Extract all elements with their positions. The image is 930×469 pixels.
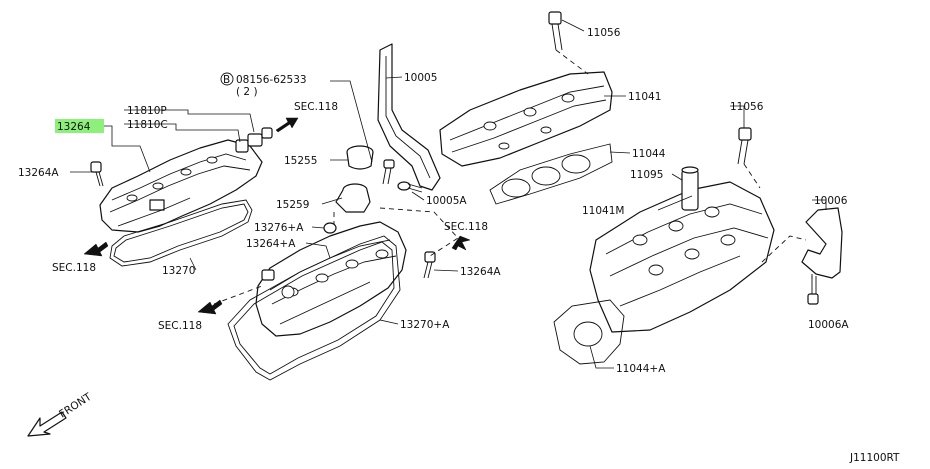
pcv-valve-11810p[interactable] <box>235 127 273 153</box>
leader-lines <box>70 19 827 369</box>
diagram-id: J11100RT <box>849 452 900 464</box>
callout-08156-62533[interactable]: 08156-62533 <box>236 74 307 86</box>
callout-13264a-right[interactable]: 13264A <box>460 266 501 278</box>
callout-11044a[interactable]: 11044+A <box>616 363 666 375</box>
sleeve-11095[interactable] <box>681 166 699 211</box>
callout-11810c[interactable]: 11810C <box>127 119 168 131</box>
callout-13264[interactable]: 13264 <box>57 121 91 133</box>
cylinder-head-11041m[interactable] <box>589 181 775 333</box>
assembly-lines <box>213 49 813 305</box>
head-gasket-11044[interactable] <box>489 143 613 205</box>
callout-13276a[interactable]: 13276+A <box>254 222 304 234</box>
callout-11810p[interactable]: 11810P <box>127 105 167 117</box>
oil-filler-neck-15259[interactable] <box>335 183 371 213</box>
cylinder-head-11041[interactable] <box>439 71 613 167</box>
front-arrow-icon <box>27 411 67 437</box>
callout-10006a[interactable]: 10006A <box>808 319 849 331</box>
callout-11041m[interactable]: 11041M <box>582 205 624 217</box>
oil-filler-cap-15255[interactable] <box>346 145 374 170</box>
bracket-10006[interactable] <box>801 207 843 279</box>
bolt-08156-62533[interactable] <box>382 159 395 185</box>
sec-arrow-left <box>83 241 109 257</box>
callout-11044[interactable]: 11044 <box>632 148 666 160</box>
sec-arrow-right <box>451 235 471 251</box>
sec-label-right[interactable]: SEC.118 <box>444 221 488 233</box>
callout-15255[interactable]: 15255 <box>284 155 317 167</box>
bolt-10005a[interactable] <box>397 181 423 193</box>
bracket-10005[interactable] <box>377 43 441 191</box>
sec-arrow-top <box>275 117 299 133</box>
sec-arrow-mid <box>197 299 223 315</box>
callout-11056-right[interactable]: 11056 <box>730 101 764 113</box>
callout-11095[interactable]: 11095 <box>630 169 663 181</box>
sec-label-top[interactable]: SEC.118 <box>294 101 338 113</box>
callout-10006[interactable]: 10006 <box>814 195 848 207</box>
bolt-11056-right[interactable] <box>737 127 752 165</box>
bolt-11056-top[interactable] <box>548 11 563 51</box>
callout-08156-qty: ( 2 ) <box>236 86 258 98</box>
callout-11056-top[interactable]: 11056 <box>587 27 621 39</box>
highlight-13264 <box>55 119 104 133</box>
valve-cover-left[interactable] <box>99 139 263 233</box>
circle-b-marker <box>220 72 234 86</box>
callout-08156-prefix: B <box>223 74 230 86</box>
sec-label-left[interactable]: SEC.118 <box>52 262 96 274</box>
callout-13264a-left[interactable]: 13264A <box>18 167 59 179</box>
callout-13270a[interactable]: 13270+A <box>400 319 450 331</box>
callout-13270[interactable]: 13270 <box>162 265 195 277</box>
callout-13264a-mid[interactable]: 13264+A <box>246 238 296 250</box>
gasket-13270[interactable] <box>109 199 253 267</box>
bolt-10006a[interactable] <box>807 276 819 305</box>
head-gasket-11044a[interactable] <box>553 299 625 365</box>
cap-13276a[interactable] <box>323 222 337 234</box>
callout-11041[interactable]: 11041 <box>628 91 661 103</box>
bolt-13264a-left[interactable] <box>90 161 104 187</box>
gasket-13270a[interactable] <box>227 235 401 381</box>
front-label: FRONT <box>57 391 94 421</box>
callout-10005a[interactable]: 10005A <box>426 195 467 207</box>
bolt-13264a-right[interactable] <box>423 251 436 279</box>
callout-10005[interactable]: 10005 <box>404 72 437 84</box>
callout-15259[interactable]: 15259 <box>276 199 309 211</box>
valve-cover-right[interactable] <box>255 221 407 337</box>
sec-label-mid[interactable]: SEC.118 <box>158 320 202 332</box>
